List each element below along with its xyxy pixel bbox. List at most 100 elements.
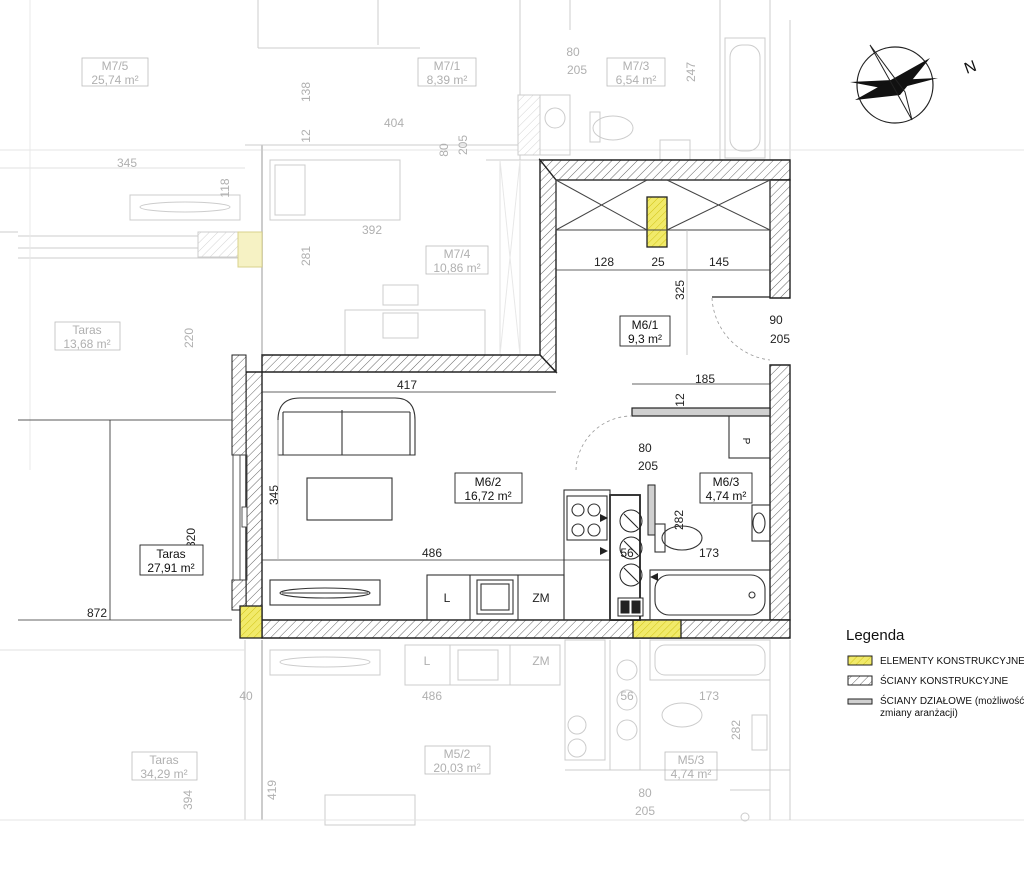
balcony-window xyxy=(232,454,248,581)
structural-element-column xyxy=(239,605,263,639)
faded-dim: 205 xyxy=(456,135,470,155)
door-swings xyxy=(575,297,771,471)
room-area-taras-top: 13,68 m² xyxy=(63,337,110,351)
north-compass: N xyxy=(850,44,979,124)
terrace-lines xyxy=(18,419,232,621)
dim-80: 80 xyxy=(638,441,652,455)
room-area-m7-5: 25,74 m² xyxy=(91,73,138,87)
legend-swatch-structural-walls xyxy=(847,675,873,686)
room-name-taras-main: Taras xyxy=(156,547,185,561)
dimension-lines xyxy=(262,230,770,561)
compass-north-label: N xyxy=(962,58,979,78)
room-name-m7-4: M7/4 xyxy=(444,247,471,261)
room-name-m6-1: M6/1 xyxy=(632,318,659,332)
room-area-m7-4: 10,86 m² xyxy=(433,261,480,275)
dimension-arrows xyxy=(600,514,658,581)
window-wall-segment xyxy=(231,354,247,456)
room-area-taras-bottom: 34,29 m² xyxy=(140,767,187,781)
kitchen-counter xyxy=(269,489,611,621)
dim-56: 56 xyxy=(620,546,634,560)
dim-282: 282 xyxy=(672,510,686,530)
compass-needle-icon xyxy=(869,44,913,121)
legend: Legenda ELEMENTY KONSTRUKCYJNE ŚCIANY KO… xyxy=(846,627,1024,719)
legend-swatch-partition-walls xyxy=(847,698,873,705)
compass-needle-icon xyxy=(855,58,930,100)
faded-dim: 80 xyxy=(638,786,652,800)
legend-title: Legenda xyxy=(846,627,905,644)
dim-90: 90 xyxy=(769,313,783,327)
legend-label-partition-walls-2: zmiany aranżacji) xyxy=(880,708,958,719)
faded-dim: 80 xyxy=(437,143,451,157)
ventilation-shaft xyxy=(617,509,644,617)
room-area-m7-3: 6,54 m² xyxy=(616,73,657,87)
fridge-ghost-label: L xyxy=(424,654,431,668)
structural-element-column xyxy=(646,196,668,248)
room-area-m6-3: 4,74 m² xyxy=(706,489,747,503)
dim-205: 205 xyxy=(770,332,790,346)
room-area-taras-main: 27,91 m² xyxy=(147,561,194,575)
dim-205: 205 xyxy=(638,459,658,473)
faded-dim: 247 xyxy=(684,62,698,82)
faded-dim: 205 xyxy=(635,804,655,818)
dim-12: 12 xyxy=(673,393,687,407)
coffee-table xyxy=(306,477,393,521)
faded-wall xyxy=(517,94,541,156)
room-name-taras-top: Taras xyxy=(72,323,101,337)
dim-145: 145 xyxy=(709,255,729,269)
room-name-m7-1: M7/1 xyxy=(434,59,461,73)
room-name-taras-bottom: Taras xyxy=(149,753,178,767)
dim-872: 872 xyxy=(87,606,107,620)
legend-label-partition-walls: ŚCIANY DZIAŁOWE (możliwość xyxy=(880,694,1024,707)
faded-dim: 394 xyxy=(181,790,195,810)
faded-dim: 419 xyxy=(265,780,279,800)
faded-room-labels: M7/5 25,74 m² M7/1 8,39 m² M7/3 6,54 m² … xyxy=(54,57,718,781)
dim-486: 486 xyxy=(422,546,442,560)
room-area-m7-1: 8,39 m² xyxy=(427,73,468,87)
faded-dim: 220 xyxy=(182,328,196,348)
dim-128: 128 xyxy=(594,255,614,269)
faded-dim: 138 xyxy=(299,82,313,102)
room-labels: M6/1 9,3 m² M6/2 16,72 m² M6/3 4,74 m² T… xyxy=(139,315,753,576)
faded-dim: 173 xyxy=(699,689,719,703)
room-name-m6-2: M6/2 xyxy=(475,475,502,489)
room-name-m5-2: M5/2 xyxy=(444,747,471,761)
faded-neighbours xyxy=(0,0,1024,826)
dimension-texts: 417 128 25 145 325 90 205 185 12 80 205 … xyxy=(87,255,790,620)
room-name-m7-3: M7/3 xyxy=(623,59,650,73)
room-area-m6-2: 16,72 m² xyxy=(464,489,511,503)
room-area-m6-1: 9,3 m² xyxy=(628,332,662,346)
dishwasher-label: ZM xyxy=(532,591,549,605)
faded-dim: 282 xyxy=(729,720,743,740)
sofa xyxy=(277,397,416,456)
legend-swatch-structural-elements xyxy=(847,655,873,666)
dim-325: 325 xyxy=(673,280,687,300)
dim-185: 185 xyxy=(695,372,715,386)
fridge-label: L xyxy=(444,591,451,605)
faded-dimensions: 80 205 247 138 404 12 80 205 345 118 392… xyxy=(117,45,743,818)
legend-label-structural-walls: ŚCIANY KONSTRUKCYJNE xyxy=(880,674,1009,687)
room-name-m7-5: M7/5 xyxy=(102,59,129,73)
faded-dim: 345 xyxy=(117,156,137,170)
structural-element-column xyxy=(632,619,682,639)
dim-173: 173 xyxy=(699,546,719,560)
faded-dim: 56 xyxy=(620,689,634,703)
dim-320: 320 xyxy=(184,528,198,548)
faded-dim: 118 xyxy=(218,178,232,197)
faded-dim: 205 xyxy=(567,63,587,77)
washer-label: P xyxy=(740,438,751,445)
dim-25: 25 xyxy=(651,255,665,269)
faded-dim: 281 xyxy=(299,246,313,266)
dim-417: 417 xyxy=(397,378,417,392)
faded-dim: 40 xyxy=(239,689,253,703)
faded-structural-element xyxy=(237,231,263,268)
dishwasher-ghost-label: ZM xyxy=(532,654,549,668)
faded-dim: 486 xyxy=(422,689,442,703)
faded-dim: 12 xyxy=(299,129,313,143)
dim-345: 345 xyxy=(267,485,281,505)
room-area-m5-2: 20,03 m² xyxy=(433,761,480,775)
faded-dim: 404 xyxy=(384,116,404,130)
compass-ring xyxy=(856,46,934,124)
bathroom-fixtures xyxy=(649,415,771,621)
room-area-m5-3: 4,74 m² xyxy=(671,767,712,781)
